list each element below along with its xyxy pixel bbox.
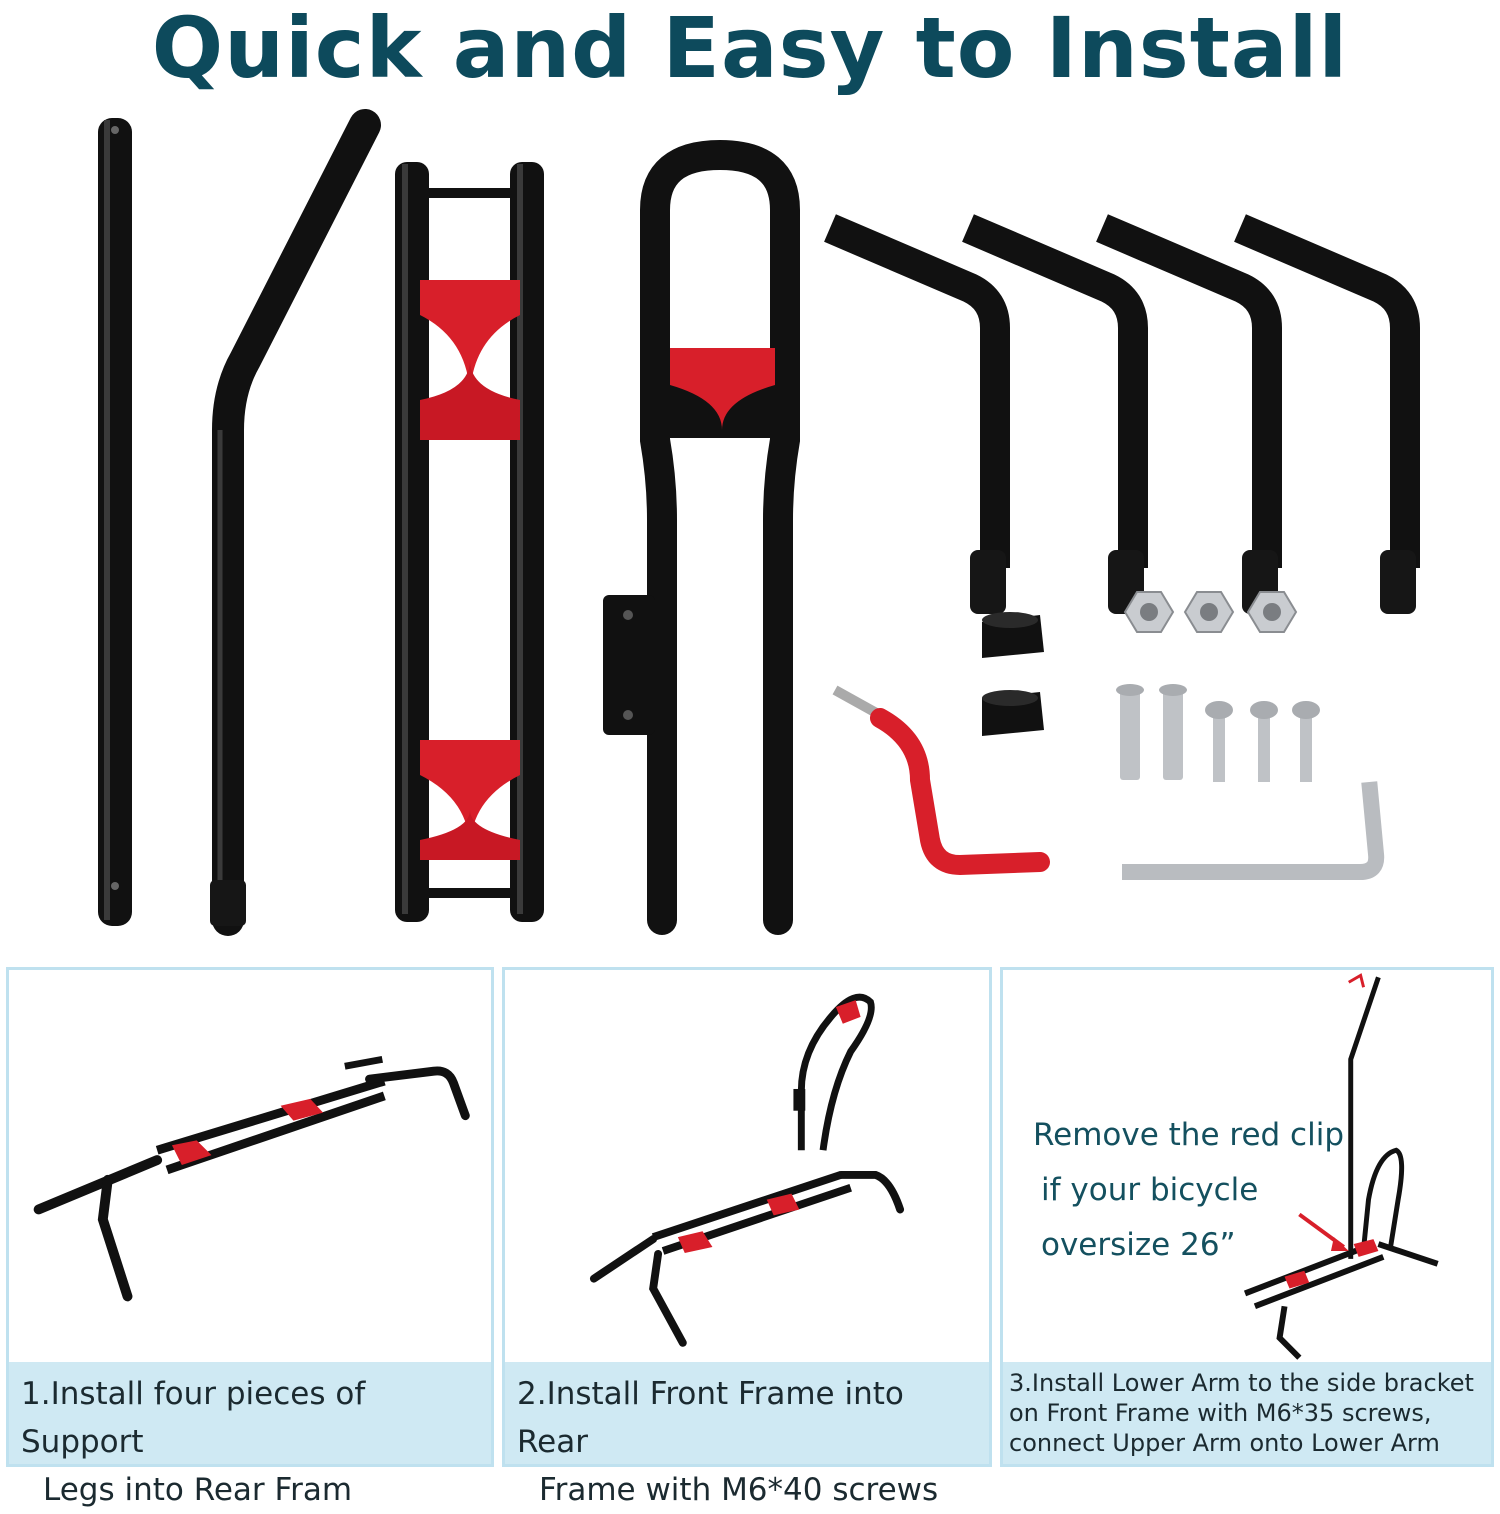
step-1-illustration: [33, 1055, 470, 1302]
step-3-caption: 3.Install Lower Arm to the side bracket …: [1003, 1362, 1491, 1464]
parts-area: [0, 100, 1500, 960]
red-clip-hook-icon: [832, 685, 1050, 876]
rubber-pad-icon: [982, 612, 1044, 736]
step-3-line-2: on Front Frame with M6*35 screws,: [1009, 1399, 1432, 1427]
step-2-line-1: 2.Install Front Frame into Rear: [517, 1376, 904, 1460]
step-1-line-1: 1.Install four pieces of Support: [21, 1376, 366, 1460]
step-3-line-3: connect Upper Arm onto Lower Arm: [1009, 1429, 1440, 1457]
straight-upper-arm-icon: [98, 118, 132, 926]
page-title: Quick and Easy to Install: [151, 0, 1349, 97]
front-frame-icon: [603, 139, 800, 935]
step-2-illustration: [589, 993, 905, 1347]
step-2-panel: 2.Install Front Frame into Rear Frame wi…: [502, 967, 992, 1508]
screw-icon: [1116, 684, 1320, 782]
red-clip-note: Remove the red clip if your bicycle over…: [1033, 1108, 1363, 1273]
support-legs: [824, 214, 1420, 614]
support-leg-icon: [824, 214, 1010, 614]
step-2-line-2: Frame with M6*40 screws: [539, 1472, 939, 1508]
step-1-panel: 1.Install four pieces of Support Legs in…: [6, 967, 494, 1508]
step-3-illustration: [1243, 973, 1439, 1360]
bent-upper-arm-icon: [210, 109, 381, 936]
step-3-line-1: 3.Install Lower Arm to the side bracket: [1009, 1369, 1474, 1397]
install-steps: 1.Install four pieces of Support Legs in…: [0, 962, 1500, 1508]
support-leg-icon: [1234, 214, 1420, 614]
step-3-panel: Remove the red clip if your bicycle over…: [1000, 967, 1494, 1467]
step-1-caption: 1.Install four pieces of Support Legs in…: [9, 1362, 491, 1508]
note-line-3: oversize 26”: [1041, 1227, 1236, 1263]
parts-illustration: [98, 109, 1420, 936]
allen-key-icon: [1122, 781, 1385, 880]
step-1-line-2: Legs into Rear Fram: [43, 1472, 353, 1508]
note-line-2: if your bicycle: [1041, 1172, 1259, 1208]
rear-frame-icon: [395, 162, 544, 922]
hex-nut-icon: [1123, 591, 1298, 633]
note-line-1: Remove the red clip: [1033, 1117, 1344, 1153]
step-2-caption: 2.Install Front Frame into Rear Frame wi…: [505, 1362, 989, 1508]
